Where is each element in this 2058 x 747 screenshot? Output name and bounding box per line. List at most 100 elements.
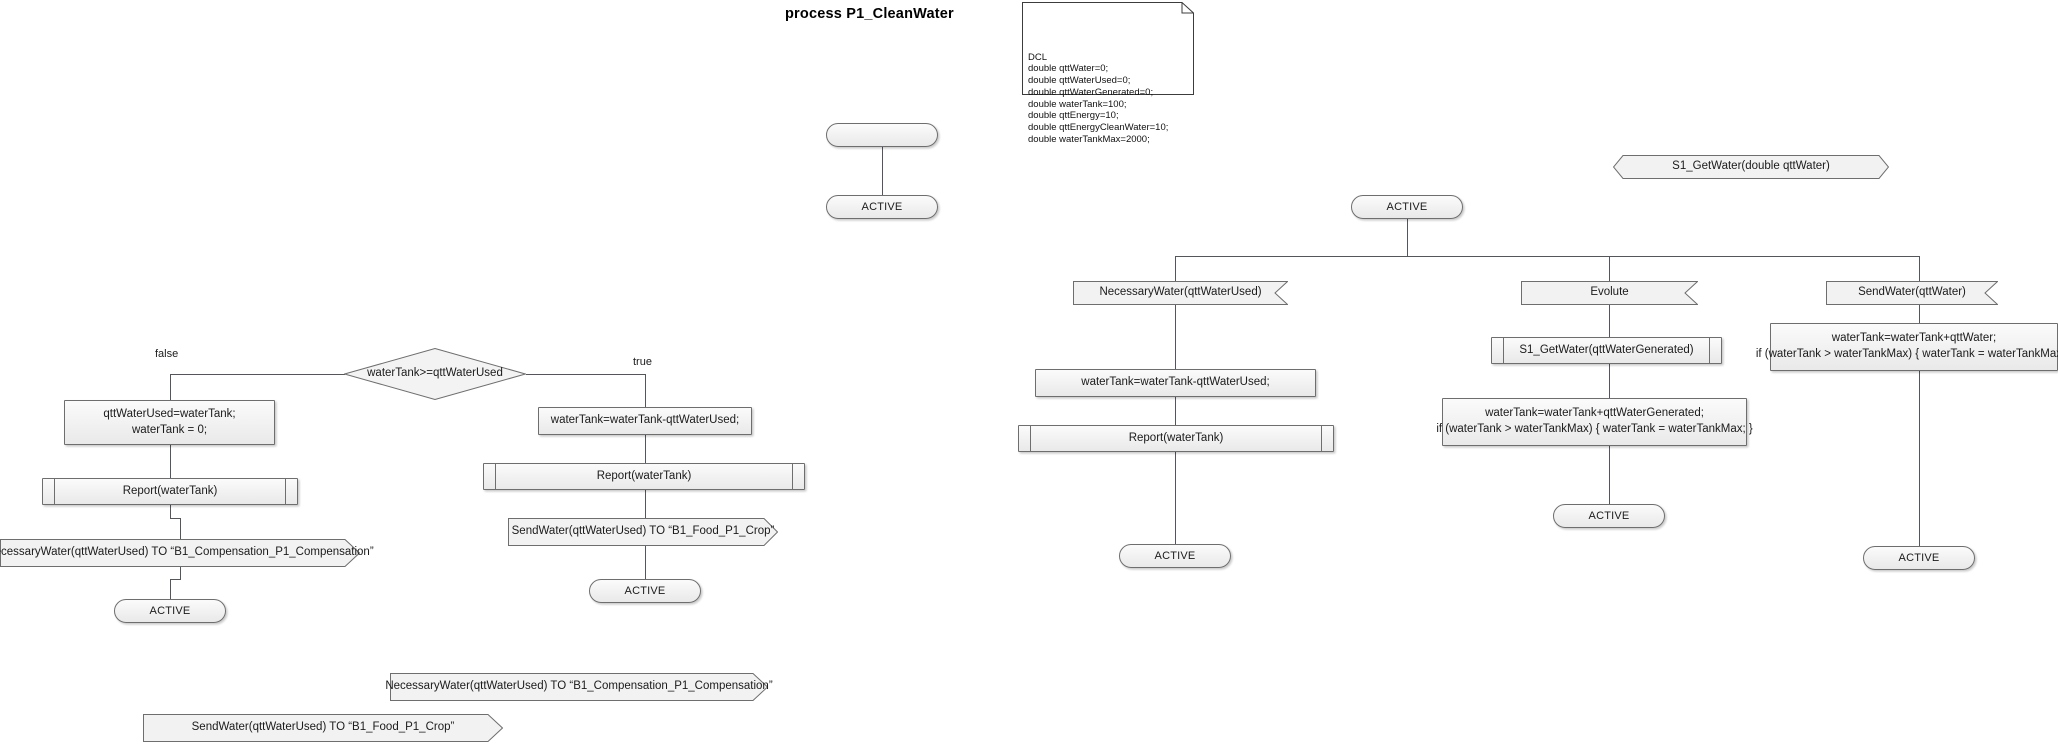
connector-fanout-left (1175, 256, 1176, 290)
end-state-true-branch[interactable]: ACTIVE (589, 579, 701, 603)
output-shape-icon (390, 673, 768, 701)
procedure-call-report-true[interactable]: Report(waterTank) (483, 463, 805, 490)
output-shape-icon (0, 539, 360, 567)
connector-false-output-stepC (170, 579, 171, 599)
input-necessary-water-label: NecessaryWater(qttWaterUsed) (1099, 286, 1262, 299)
note-line-6: double waterTankMax=2000; (1028, 133, 1150, 145)
signal-declaration[interactable]: S1_GetWater(double qttWater) (1613, 155, 1889, 179)
floating-output-send-water-label: SendWater(qttWaterUsed) TO “B1_Food_P1_C… (191, 721, 455, 734)
end-state-send-water-label: ACTIVE (1898, 551, 1940, 564)
connector-true-task-to-proc (645, 435, 646, 463)
page-title: process P1_CleanWater (785, 6, 954, 22)
task-true-branch[interactable]: waterTank=waterTank-qttWaterUsed; (538, 407, 752, 435)
connector-t2-input-to-proc (1609, 305, 1610, 337)
connector-fanout-bar (1175, 256, 1920, 257)
task-necessary-water[interactable]: waterTank=waterTank-qttWaterUsed; (1035, 369, 1316, 397)
task-send-water-label: waterTank=waterTank+qttWater; if (waterT… (1755, 332, 2058, 360)
note-line-0: double qttWater=0; (1028, 63, 1109, 75)
end-state-send-water[interactable]: ACTIVE (1863, 546, 1975, 570)
floating-output-send-water[interactable]: SendWater(qttWaterUsed) TO “B1_Food_P1_C… (143, 714, 503, 742)
input-shape-icon (1826, 281, 1998, 305)
input-shape-icon (1521, 281, 1698, 305)
connector-t3-task-to-state (1919, 371, 1920, 546)
connector-t3-input-to-task (1919, 305, 1920, 323)
input-shape-icon (1073, 281, 1288, 305)
task-false-branch-label: qttWaterUsed=waterTank; waterTank = 0; (103, 407, 236, 436)
output-necessary-water-false[interactable]: NecessaryWater(qttWaterUsed) TO “B1_Comp… (0, 539, 374, 567)
procedure-call-report-t1[interactable]: Report(waterTank) (1018, 425, 1334, 452)
task-true-branch-label: waterTank=waterTank-qttWaterUsed; (550, 414, 740, 427)
input-evolute[interactable]: Evolute (1521, 281, 1698, 305)
main-state-active[interactable]: ACTIVE (1351, 195, 1463, 219)
note-header: DCL (1028, 51, 1048, 63)
main-state-label: ACTIVE (1386, 200, 1428, 213)
decision-condition-label: waterTank>=qttWaterUsed (367, 367, 503, 380)
procedure-call-report-false[interactable]: Report(waterTank) (42, 478, 298, 505)
note-shape-icon (1022, 2, 1194, 95)
connector-false-down (170, 374, 171, 400)
connector-t1-input-to-task (1175, 305, 1176, 369)
note-line-2: double qttWaterGenerated=0; (1028, 86, 1154, 98)
connector-false-output-stepB (170, 579, 181, 580)
decision-shape-icon (344, 348, 526, 400)
output-send-water-true[interactable]: SendWater(qttWaterUsed) TO “B1_Food_P1_C… (508, 518, 778, 546)
connector-true-output-to-state (645, 546, 646, 579)
connector-t1-task-to-proc (1175, 397, 1176, 425)
end-state-evolute[interactable]: ACTIVE (1553, 504, 1665, 528)
note-line-5: double qttEnergyCleanWater=10; (1028, 122, 1169, 134)
output-shape-icon (143, 714, 503, 742)
task-necessary-water-label: waterTank=waterTank-qttWaterUsed; (1081, 376, 1270, 389)
end-state-true-branch-label: ACTIVE (624, 584, 666, 597)
procedure-call-report-false-label: Report(waterTank) (122, 484, 218, 497)
connector-false-proc-stepA (170, 505, 171, 518)
decision-false-label: false (155, 348, 179, 360)
connector-true-proc-to-output (645, 490, 646, 518)
start-next-state-label: ACTIVE (861, 200, 903, 213)
input-send-water-label: SendWater(qttWater) (1858, 286, 1966, 299)
connector-start-to-active (882, 147, 883, 195)
procedure-call-report-t1-label: Report(waterTank) (1128, 431, 1224, 444)
connector-t2-proc-to-task (1609, 364, 1610, 398)
note-line-4: double qttEnergy=10; (1028, 110, 1119, 122)
connector-t2-task-to-state (1609, 446, 1610, 504)
procedure-call-s1-getwater[interactable]: S1_GetWater(qttWaterGenerated) (1491, 337, 1722, 364)
end-state-evolute-label: ACTIVE (1588, 509, 1630, 522)
procedure-call-s1-getwater-label: S1_GetWater(qttWaterGenerated) (1519, 343, 1694, 356)
input-evolute-label: Evolute (1590, 286, 1629, 299)
task-evolute[interactable]: waterTank=waterTank+qttWaterGenerated; i… (1436, 398, 1753, 446)
end-state-false-branch-label: ACTIVE (149, 604, 191, 617)
input-necessary-water[interactable]: NecessaryWater(qttWaterUsed) (1073, 281, 1288, 305)
connector-main-state-stem (1407, 219, 1408, 256)
connector-false-output-stepA (180, 567, 181, 579)
floating-output-necessary-water-label: NecessaryWater(qttWaterUsed) TO “B1_Comp… (385, 680, 773, 693)
input-send-water[interactable]: SendWater(qttWater) (1826, 281, 1998, 305)
signal-declaration-label: S1_GetWater(double qttWater) (1672, 160, 1830, 173)
procedure-call-report-true-label: Report(waterTank) (596, 469, 692, 482)
connector-false-task-to-proc (170, 445, 171, 483)
output-send-water-true-label: SendWater(qttWaterUsed) TO “B1_Food_P1_C… (511, 525, 775, 538)
floating-output-necessary-water[interactable]: NecessaryWater(qttWaterUsed) TO “B1_Comp… (385, 673, 773, 701)
signal-declaration-shape-icon (1613, 155, 1889, 179)
note-line-1: double qttWaterUsed=0; (1028, 75, 1131, 87)
connector-false-proc-stepC (180, 518, 181, 540)
end-state-false-branch[interactable]: ACTIVE (114, 599, 226, 623)
output-shape-icon (508, 518, 778, 546)
connector-false-proc-stepB (170, 518, 180, 519)
decision-watertank-check[interactable]: waterTank>=qttWaterUsed (344, 348, 526, 400)
task-evolute-label: waterTank=waterTank+qttWaterGenerated; i… (1436, 407, 1753, 435)
note-line-3: double waterTank=100; (1028, 98, 1127, 110)
connector-true-down (645, 374, 646, 407)
connector-decision-false (170, 374, 345, 375)
end-state-necessary-water-label: ACTIVE (1154, 549, 1196, 562)
end-state-necessary-water[interactable]: ACTIVE (1119, 544, 1231, 568)
task-send-water[interactable]: waterTank=waterTank+qttWater; if (waterT… (1756, 323, 2058, 371)
connector-decision-true (526, 374, 646, 375)
start-state[interactable] (826, 123, 938, 147)
task-false-branch[interactable]: qttWaterUsed=waterTank; waterTank = 0; (64, 400, 275, 445)
start-next-state[interactable]: ACTIVE (826, 195, 938, 219)
connector-fanout-middle (1609, 256, 1610, 290)
decision-true-label: true (633, 356, 652, 368)
connector-t1-proc-to-state (1175, 452, 1176, 544)
